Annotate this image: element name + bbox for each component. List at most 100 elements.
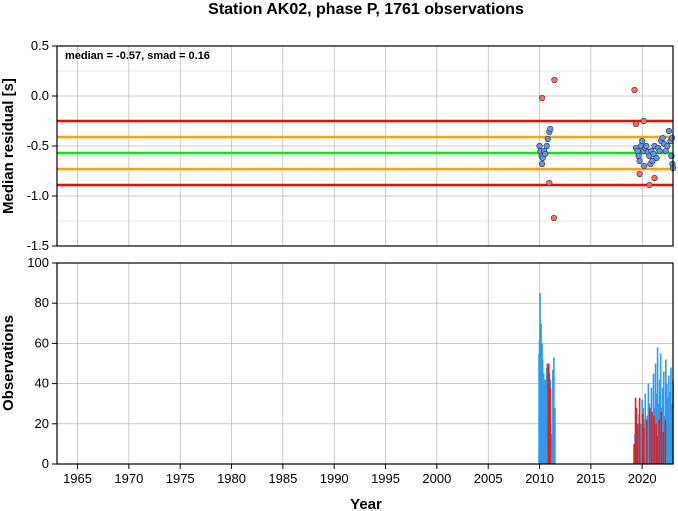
- y-tick-label: -1.0: [27, 188, 49, 203]
- outlier-count-bar: [662, 431, 665, 464]
- residual-point: [543, 142, 550, 150]
- observation-count-bar: [669, 391, 671, 464]
- x-axis-label: Year: [350, 496, 382, 511]
- observation-count-bar: [671, 403, 673, 464]
- chart-title: Station AK02, phase P, 1761 observations: [208, 1, 524, 18]
- outlier-point: [636, 170, 643, 178]
- observation-count-bar: [551, 433, 553, 464]
- outlier-count-bar: [633, 443, 636, 464]
- outlier-point: [538, 94, 546, 102]
- x-tick-label: 2020: [628, 471, 657, 486]
- residual-point: [536, 142, 543, 150]
- outlier-count-bar: [649, 407, 651, 464]
- observation-count-bar: [644, 393, 647, 464]
- residual-y-axis-label: Median residual [s]: [0, 78, 17, 214]
- residual-point: [665, 127, 672, 135]
- observation-count-bar: [666, 383, 668, 464]
- x-tick-label: 1975: [166, 471, 195, 486]
- outlier-count-bar: [660, 411, 662, 464]
- y-tick-label: 40: [35, 376, 49, 391]
- observation-count-bar: [640, 423, 642, 464]
- residual-point: [635, 152, 642, 160]
- residual-point: [538, 160, 546, 168]
- residual-point: [641, 162, 648, 170]
- x-tick-label: 2005: [474, 471, 503, 486]
- y-tick-label: 20: [35, 416, 49, 431]
- x-tick-label: 1970: [114, 471, 143, 486]
- y-tick-label: -1.5: [27, 238, 49, 253]
- x-tick-label: 1995: [371, 471, 400, 486]
- observation-count-bar: [668, 375, 670, 464]
- y-tick-label: 80: [35, 295, 49, 310]
- observations-y-axis-label: Observations: [0, 315, 17, 411]
- outlier-count-bar: [636, 423, 639, 464]
- x-tick-label: 2015: [576, 471, 605, 486]
- observation-count-bar: [654, 363, 657, 464]
- observation-count-bar: [552, 369, 554, 464]
- outlier-point: [632, 120, 640, 128]
- observation-count-bar: [667, 397, 669, 464]
- residual-point: [643, 142, 650, 150]
- residual-point: [656, 147, 663, 155]
- outlier-count-bar: [635, 407, 638, 464]
- year-x-ticks: 1965 1970 1975 1980 1985 1990 1995 2000 2005 2010…: [63, 464, 657, 486]
- x-tick-label: 1980: [217, 471, 246, 486]
- observation-count-bar: [662, 371, 665, 464]
- outlier-point: [640, 117, 647, 125]
- residual-points: [536, 76, 677, 222]
- observation-count-bar: [553, 357, 555, 464]
- observations-plot-frame: [56, 262, 674, 465]
- reference-lines: [57, 119, 673, 187]
- y-tick-label: 100: [27, 255, 49, 270]
- outlier-point: [550, 214, 558, 222]
- observation-count-bar: [647, 383, 650, 464]
- x-tick-label: 2010: [525, 471, 554, 486]
- observation-count-bar: [656, 347, 659, 464]
- observation-count-bar: [661, 387, 664, 464]
- residual-point: [649, 157, 656, 165]
- stats-annotation: median = -0.57, smad = 0.16: [65, 50, 210, 62]
- x-tick-label: 2000: [422, 471, 451, 486]
- x-tick-label: 1965: [63, 471, 92, 486]
- observation-count-bar: [659, 353, 662, 464]
- outlier-count-bar: [664, 419, 667, 464]
- residual-point: [664, 142, 671, 150]
- outlier-count-bar: [646, 419, 648, 464]
- observations-y-ticks: 100 80 60 40 20 0: [27, 255, 57, 471]
- outlier-count-bar: [642, 427, 645, 464]
- outlier-count-bar: [656, 435, 658, 464]
- x-tick-label: 1990: [320, 471, 349, 486]
- outlier-point: [551, 76, 558, 84]
- residual-point: [653, 154, 660, 162]
- outlier-count-bar: [641, 413, 644, 464]
- observation-count-bar: [665, 359, 667, 464]
- outlier-point: [651, 174, 658, 182]
- outlier-count-bar: [634, 397, 637, 464]
- residual-point: [668, 134, 676, 142]
- outlier-count-bar: [549, 387, 552, 464]
- x-tick-label: 1985: [268, 471, 297, 486]
- y-tick-label: -0.5: [27, 138, 49, 153]
- y-tick-label: 0: [42, 456, 49, 471]
- residual-point: [544, 135, 551, 143]
- y-tick-label: 0.5: [31, 38, 49, 53]
- observation-count-bar: [670, 367, 672, 464]
- observation-bars: [538, 293, 674, 464]
- outlier-count-bar: [658, 419, 660, 464]
- outlier-count-bar: [655, 423, 657, 464]
- outlier-count-bar: [653, 415, 655, 464]
- observation-count-bar: [554, 407, 556, 464]
- residual-y-ticks: 0.5 0.0 -0.5 -1.0 -1.5: [27, 38, 57, 253]
- residual-point: [659, 134, 666, 142]
- outlier-point: [631, 86, 638, 94]
- observations-plot-area: [57, 263, 673, 464]
- residual-point: [639, 137, 646, 145]
- outlier-count-bar: [638, 397, 641, 464]
- outlier-point: [546, 179, 553, 187]
- y-tick-label: 0.0: [31, 88, 49, 103]
- residual-point: [547, 125, 554, 133]
- y-tick-label: 60: [35, 335, 49, 350]
- residual-point: [636, 157, 643, 165]
- residual-point: [634, 147, 641, 155]
